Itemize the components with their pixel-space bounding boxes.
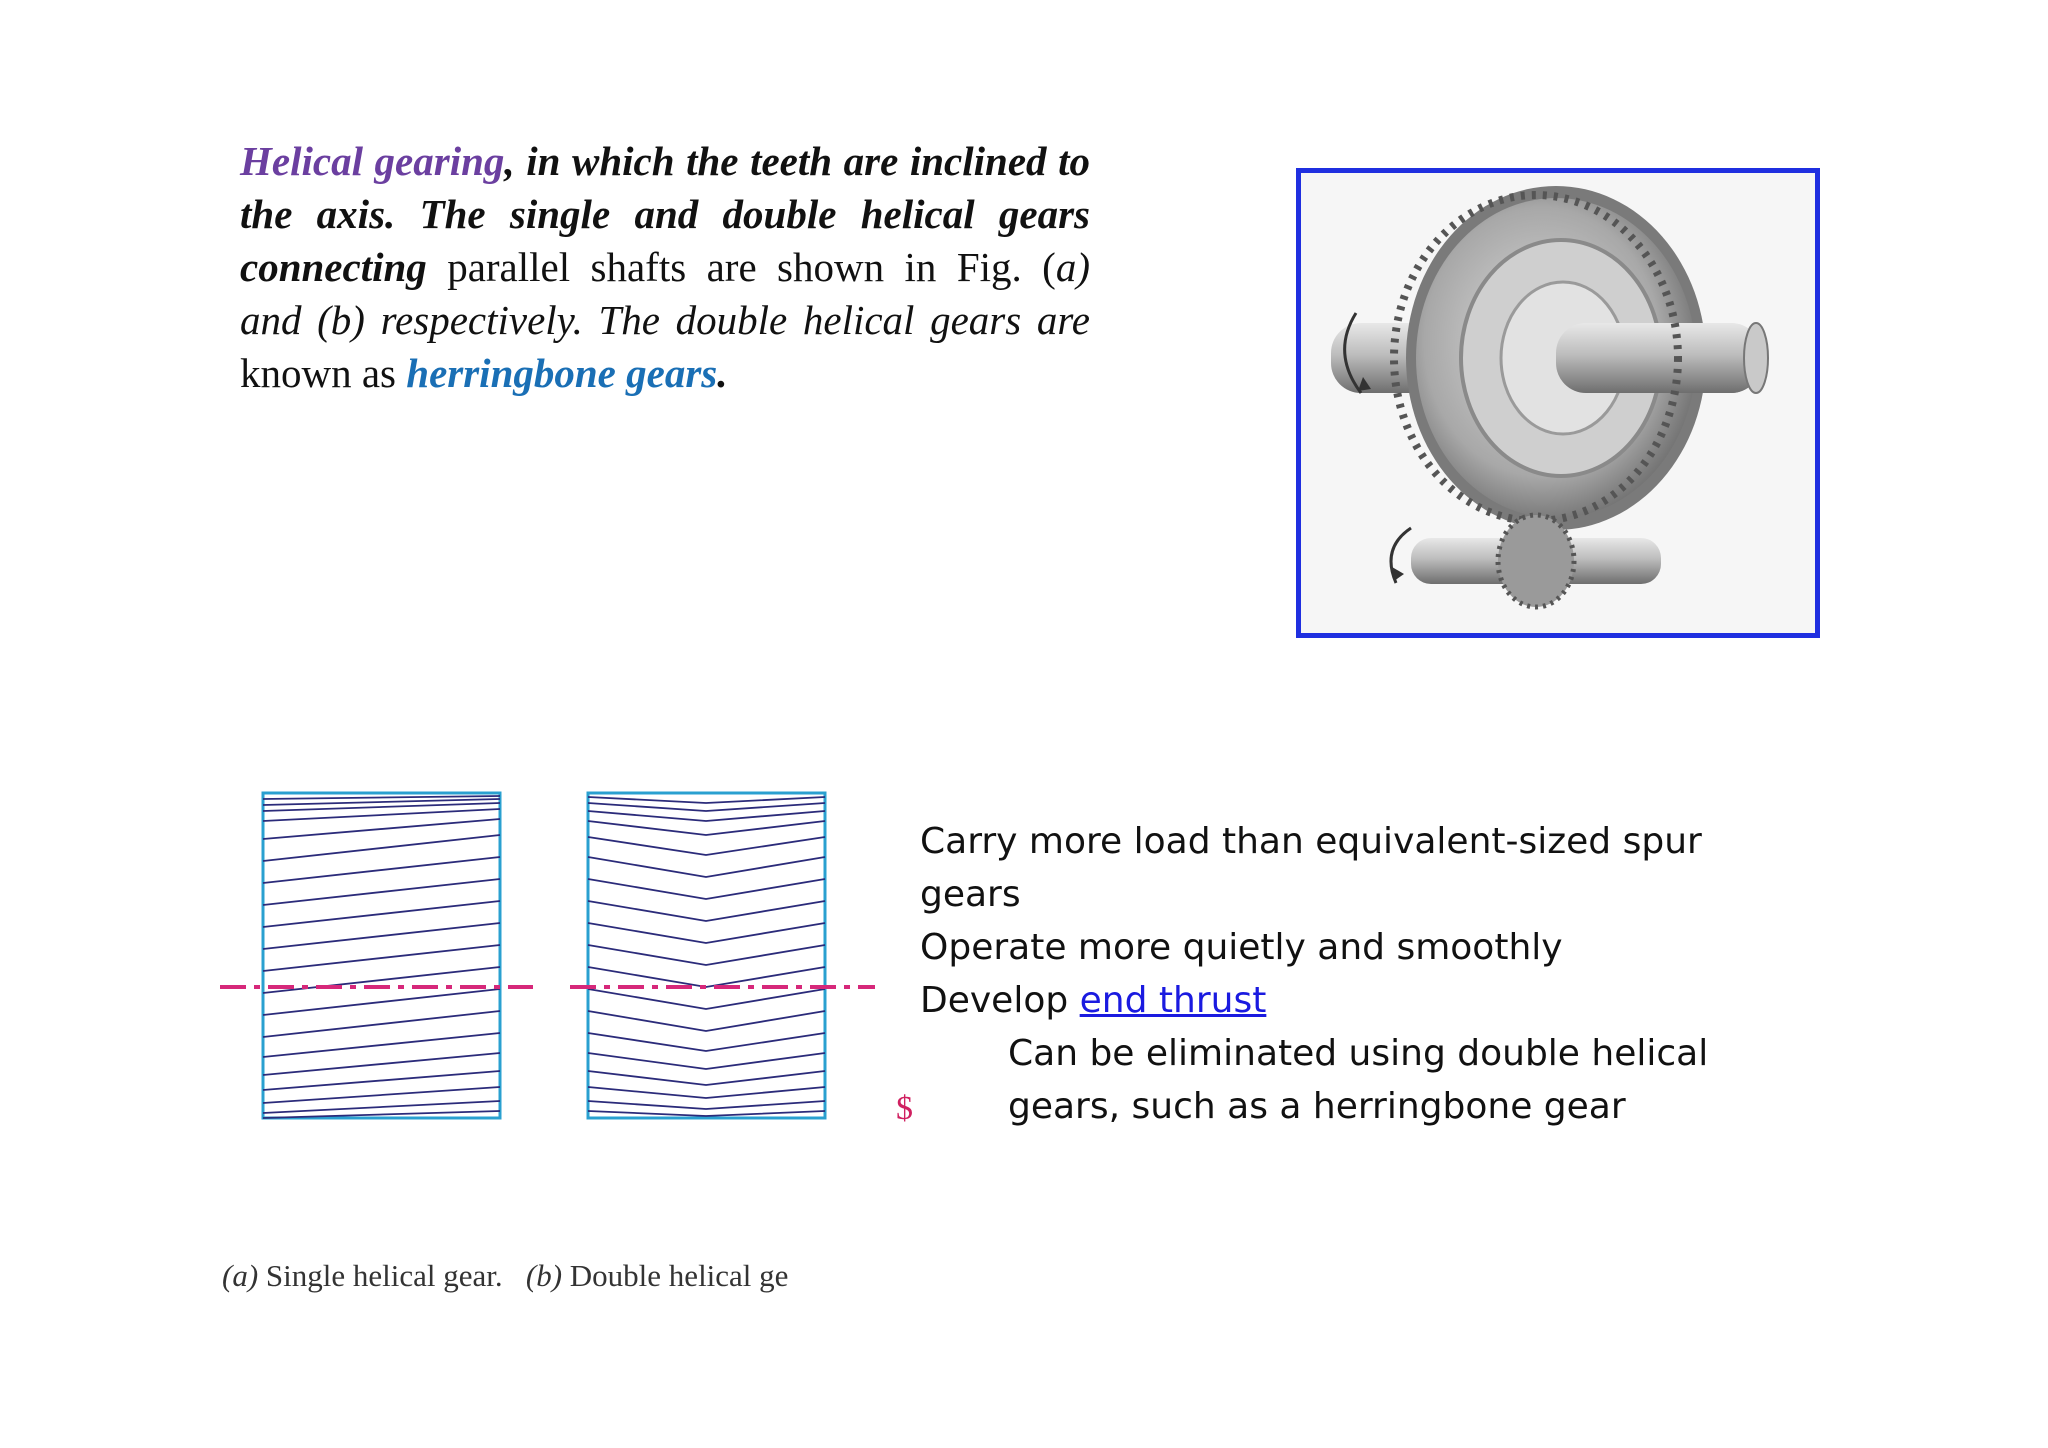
caption-a-text: Single helical gear. bbox=[258, 1258, 503, 1293]
end-thrust-link[interactable]: end thrust bbox=[1079, 980, 1267, 1021]
caption-a-label: (a) bbox=[222, 1258, 259, 1293]
feature-end-thrust: Develop end thrust bbox=[920, 974, 1740, 1027]
caption-b-text: Double helical ge bbox=[562, 1258, 789, 1293]
single-helical-gear bbox=[261, 791, 502, 1120]
intro-period: . bbox=[717, 350, 728, 396]
helical-gear-photo bbox=[1296, 168, 1820, 638]
feature-elimination: Can be eliminated using double helical g… bbox=[1008, 1033, 1709, 1127]
intro-plain-part: parallel shafts are shown in Fig. ( bbox=[426, 244, 1056, 290]
intro-bold-part: in which the teeth are inclined to the a… bbox=[240, 138, 1090, 290]
feature-list: Carry more load than equivalent-sized sp… bbox=[920, 815, 1740, 1133]
intro-comma: , bbox=[504, 138, 515, 184]
intro-paragraph: Helical gearing, in which the teeth are … bbox=[240, 135, 1090, 400]
feature-end-thrust-prefix: Develop bbox=[920, 980, 1080, 1021]
pinion-gear bbox=[1495, 512, 1577, 610]
stray-glyph: $ bbox=[896, 1090, 913, 1127]
feature-quiet: Operate more quietly and smoothly bbox=[920, 927, 1563, 968]
term-herringbone-gears: herringbone gears bbox=[406, 350, 718, 396]
caption-b-label: (b) bbox=[525, 1258, 563, 1293]
term-helical-gearing: Helical gearing bbox=[240, 138, 505, 184]
helical-gear-illustration bbox=[1301, 173, 1815, 633]
intro-italic-part: a) and (b) respectively. The double heli… bbox=[240, 244, 1090, 343]
intro-known-as: known as bbox=[240, 350, 407, 396]
feature-load: Carry more load than equivalent-sized sp… bbox=[920, 821, 1702, 915]
helical-gear-diagrams bbox=[215, 785, 910, 1130]
double-helical-gear bbox=[586, 791, 827, 1120]
diagram-caption: (a) Single helical gear. (b) Double heli… bbox=[222, 1258, 922, 1298]
